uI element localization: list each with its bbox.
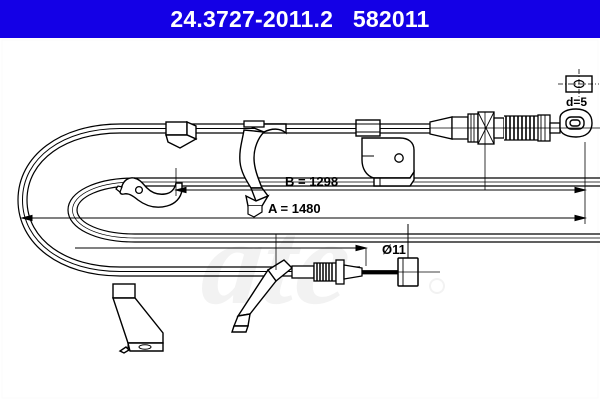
sheath-collar-upper-left (165, 120, 198, 149)
header-bar: 24.3727-2011.2 582011 (0, 0, 600, 38)
cable-inner-outline (21, 128, 430, 272)
cable-sheath-outline (17, 123, 430, 277)
dimension-label-d5: d=5 (566, 95, 587, 109)
mounting-bracket-lower-left (112, 283, 164, 354)
cable-technical-drawing: ate (1, 39, 600, 399)
dimension-label-b: B = 1298 (285, 174, 338, 189)
dimension-line-a (20, 196, 587, 224)
dimension-label-a: A = 1480 (268, 201, 321, 216)
mounting-bracket-right (361, 137, 415, 187)
cable-guide-bracket-upper (115, 177, 183, 208)
leader-line-diameter11 (390, 224, 440, 273)
cable-eyelet-terminal (559, 108, 593, 138)
eyelet-detail-centerlines (558, 69, 599, 99)
centerline-cable-end (430, 112, 600, 190)
cable-inner-loop-centerline (72, 181, 600, 239)
drawing-canvas: ate (0, 38, 600, 400)
page-title: 24.3727-2011.2 582011 (170, 5, 430, 32)
sheath-collar-right (355, 119, 381, 137)
cable-lower-rod-assembly (291, 259, 398, 285)
dimension-label-diameter11: Ø11 (382, 242, 406, 257)
drawing-frame (1, 39, 599, 399)
sheath-collar-middle (243, 120, 265, 128)
dimension-line-b (174, 142, 587, 196)
dimension-line-inner (75, 244, 368, 266)
cable-inner-loop (67, 177, 600, 243)
